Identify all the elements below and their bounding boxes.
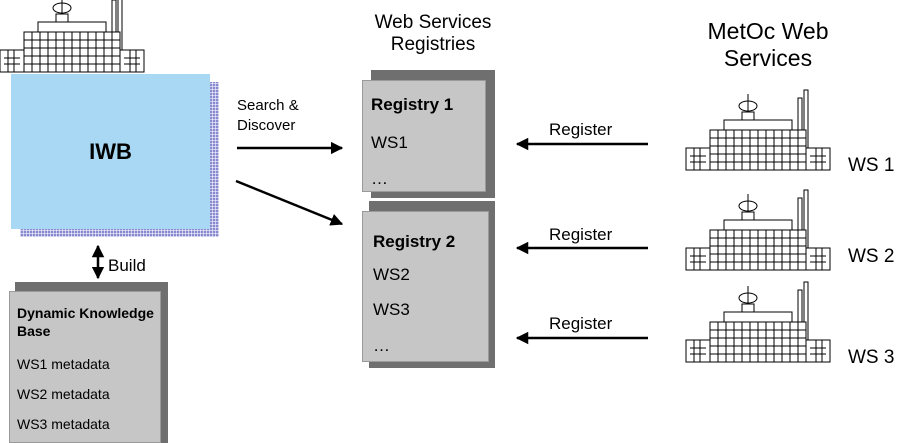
register-label: Register bbox=[549, 314, 613, 333]
metoc-heading: MetOc Web Services bbox=[707, 18, 829, 71]
registry2-card: Registry 2 WS2 WS3 … bbox=[362, 211, 489, 362]
kb-item: WS2 metadata bbox=[17, 386, 110, 402]
building-icon-ws2 bbox=[685, 189, 831, 271]
iwb-box: IWB bbox=[11, 74, 210, 229]
iwb-label: IWB bbox=[89, 138, 132, 164]
kb-item: WS1 metadata bbox=[17, 356, 110, 372]
registry1-item: … bbox=[371, 169, 388, 188]
registry2-title: Registry 2 bbox=[373, 232, 456, 251]
search-arrow-registry2 bbox=[235, 179, 344, 226]
build-label: Build bbox=[108, 256, 146, 275]
registry1-title: Registry 1 bbox=[371, 95, 454, 114]
search-discover-label: Search & Discover bbox=[237, 97, 299, 134]
kb-item: WS3 metadata bbox=[17, 416, 110, 432]
register-label: Register bbox=[549, 225, 613, 244]
building-icon-ws3 bbox=[685, 281, 831, 363]
registry1-item: WS1 bbox=[371, 133, 408, 152]
registry2-item: WS2 bbox=[373, 265, 410, 284]
kb-title: Dynamic Knowledge Base bbox=[17, 305, 154, 339]
registry2-item: … bbox=[373, 336, 390, 355]
building-icon bbox=[0, 0, 145, 73]
building-icon-ws1 bbox=[685, 89, 831, 171]
kb-card: Dynamic Knowledge Base WS1 metadata WS2 … bbox=[9, 291, 161, 443]
ws-label: WS 2 bbox=[848, 246, 895, 267]
registry1-card: Registry 1 WS1 … bbox=[362, 80, 486, 192]
registries-heading: Web Services Registries bbox=[374, 12, 492, 55]
register-label: Register bbox=[549, 120, 613, 139]
registry2-item: WS3 bbox=[373, 300, 410, 319]
ws-label: WS 1 bbox=[848, 155, 895, 176]
ws-label: WS 3 bbox=[848, 347, 895, 368]
